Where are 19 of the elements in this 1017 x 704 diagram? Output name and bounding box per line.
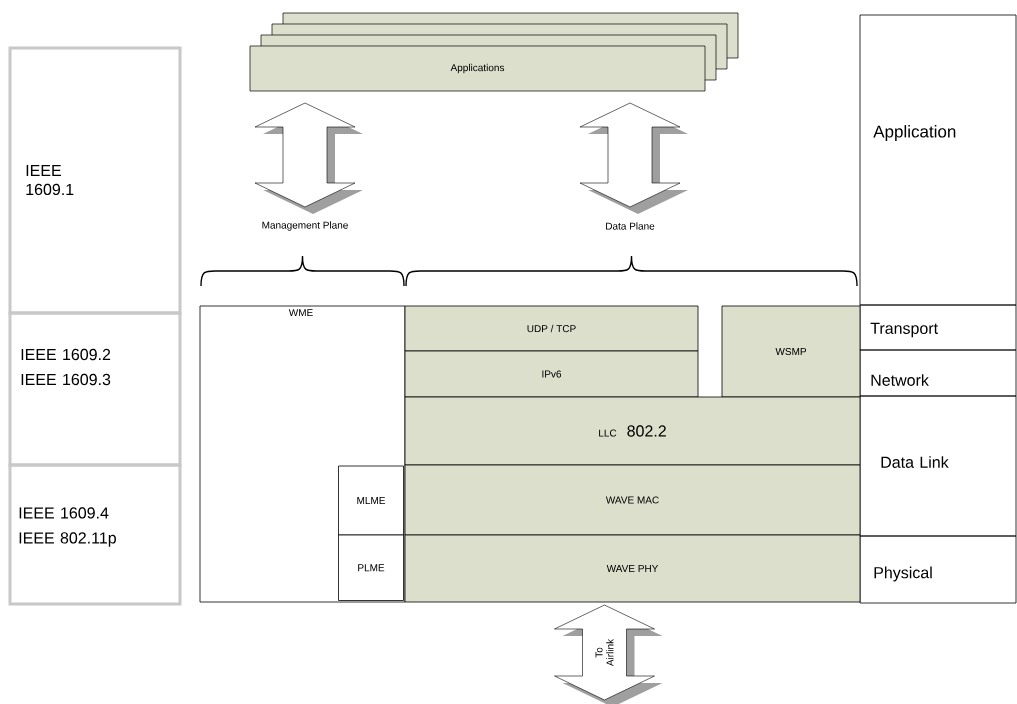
standard-box: IEEE 1609.1 — [8, 46, 182, 315]
protocol-box: UDP / TCP — [404, 305, 699, 352]
double-arrow — [579, 102, 688, 214]
standard-box: IEEE 1609.2 IEEE 1609.3 — [8, 311, 182, 467]
plane-label: Management Plane — [262, 221, 348, 231]
entity-box: PLME — [338, 534, 404, 601]
plane-label: Data Plane — [606, 222, 655, 230]
osi-layer-box: Application — [859, 14, 1017, 306]
osi-layer-box: Network — [859, 349, 1017, 397]
node-label: Applications — [450, 63, 505, 74]
protocol-box: WAVE PHY — [404, 534, 861, 603]
protocol-box: WSMP — [721, 305, 861, 398]
double-arrow — [254, 102, 363, 214]
standard-box: IEEE 1609.4 IEEE 802.11p — [8, 463, 182, 606]
protocol-box: WAVE MAC — [404, 464, 861, 536]
entity-box: MLME — [338, 465, 404, 536]
protocol-box: IPv6 — [404, 350, 699, 398]
stacked-box: Applications — [249, 12, 739, 92]
osi-layer-box: Transport — [859, 304, 1017, 351]
